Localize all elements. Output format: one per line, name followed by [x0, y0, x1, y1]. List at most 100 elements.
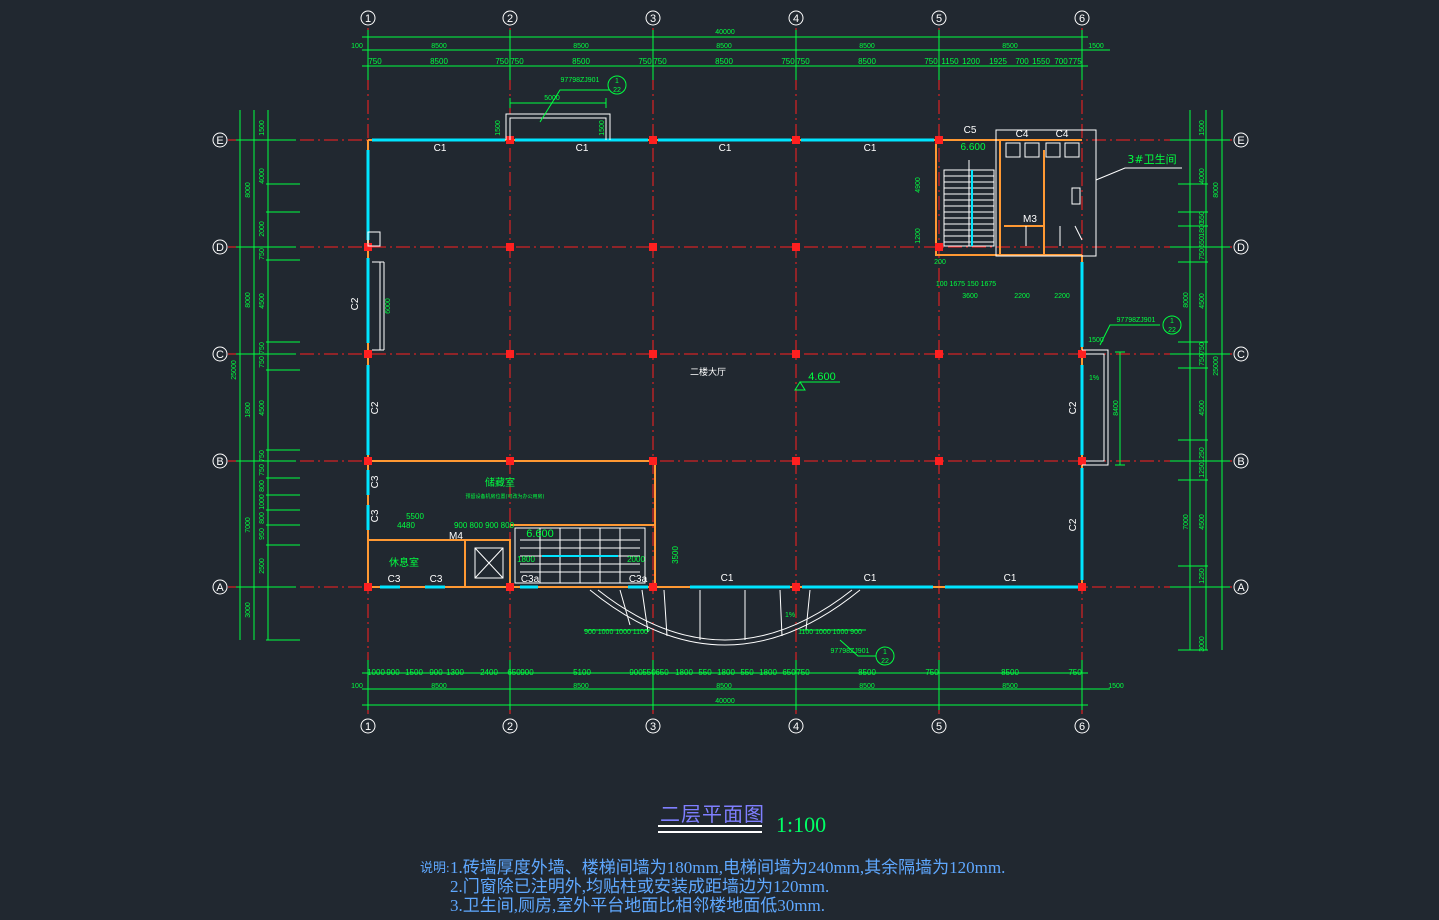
dim-left-7: 750: [259, 356, 266, 368]
dim-left-span-6: 3000: [245, 602, 252, 618]
dim-bottom-detail-17: 1800: [759, 668, 777, 677]
dim-left-13: 800: [259, 512, 266, 524]
dim-right-6: 750: [1199, 248, 1206, 260]
dim-bottom-detail-11: 550: [642, 668, 656, 677]
dim-right-balcony: 8400: [1113, 400, 1120, 416]
dim-bottom-bay-2: 8500: [573, 683, 589, 690]
door-label-m4: M4: [449, 531, 463, 542]
dim-top-detail-1: 750: [368, 57, 382, 66]
dim-right-span-2: 25000: [1213, 356, 1220, 376]
level-main: 4.600: [808, 371, 836, 383]
dim-5500: 5500: [406, 512, 424, 521]
dim-top-detail-14: 1200: [962, 57, 980, 66]
dim-bottom-detail-16: 550: [740, 668, 754, 677]
axis-label-left-B: B: [216, 456, 223, 468]
dim-right-7: 4500: [1199, 293, 1206, 309]
dim-top-detail-11: 8500: [858, 57, 876, 66]
dim-left-5: 4500: [259, 293, 266, 309]
dim-bottom-detail-5: 1300: [446, 668, 464, 677]
window-label-c1-4: C1: [864, 143, 877, 154]
window-label-c1-2: C1: [576, 143, 589, 154]
dim-top-detail-8: 8500: [715, 57, 733, 66]
axis-label-top-3: 3: [650, 13, 656, 25]
dim-bottom-detail-8: 900: [520, 668, 534, 677]
dim-top-detail-4: 750: [510, 57, 524, 66]
toilet-block: [995, 129, 1182, 257]
windows: [366, 138, 1084, 589]
dim-right-span-3: 8000: [1183, 292, 1190, 308]
ref-bottom: 97798ZJ901: [831, 648, 870, 655]
drawing-scale: 1:100: [776, 812, 827, 837]
window-label-c1-7: C1: [1004, 573, 1017, 584]
dim-right-11: 1250: [1199, 447, 1206, 463]
room-label-rest: 休息室: [389, 556, 419, 569]
axis-label-bottom-1: 1: [365, 721, 371, 733]
room-label-hall: 二楼大厅: [690, 366, 726, 378]
window-label-c1-1: C1: [434, 143, 447, 154]
dim-right-12: 1250: [1199, 462, 1206, 478]
dim-right-15: 3000: [1199, 636, 1206, 652]
window-label-c3-1: C3: [370, 475, 381, 488]
dim-bottom-detail-23: 750: [1068, 668, 1082, 677]
dim-right-14: 1250: [1199, 568, 1206, 584]
ref-top-num: 1: [615, 78, 619, 85]
dim-900-800: 900 800 900 800: [454, 521, 515, 530]
ref-top-sheet: 22: [613, 87, 621, 94]
dim-top-detail-3: 750: [495, 57, 509, 66]
dim-stair-4900: 4900: [915, 177, 922, 193]
dim-stair-split: 100 1675 150 1675: [936, 281, 996, 288]
note-row-1: 说明:1.砖墙厚度外墙、楼梯间墙为180mm,电梯间墙为240mm,其余隔墙为1…: [420, 858, 1005, 877]
dim-top-detail-16: 700: [1015, 57, 1029, 66]
level-stair-low: 6.600: [526, 528, 554, 540]
ref-top-balcony: 97798ZJ901: [561, 77, 600, 84]
ref-bottom-num: 1: [883, 649, 887, 656]
dim-3500: 3500: [671, 546, 680, 564]
dim-top-detail-15: 1925: [989, 57, 1007, 66]
dim-top-edge-left: 100: [351, 43, 363, 50]
window-label-c2-1: C2: [350, 297, 361, 310]
axis-label-right-C: C: [1237, 349, 1245, 361]
window-label-c5: C5: [964, 125, 977, 136]
dim-top-detail-17: 1550: [1032, 57, 1050, 66]
dim-left-3: 2000: [259, 221, 266, 237]
dim-top-detail-6: 750: [638, 57, 652, 66]
columns: [364, 136, 1086, 591]
axis-label-right-E: E: [1237, 135, 1244, 147]
dim-top-bay-2: 8500: [573, 43, 589, 50]
axis-label-bottom-6: 6: [1079, 721, 1085, 733]
dim-bottom-detail-9: 5100: [573, 668, 591, 677]
axis-label-right-A: A: [1237, 582, 1245, 594]
dim-bottom-detail-15: 1800: [717, 668, 735, 677]
dim-left-span-1: 8000: [245, 182, 252, 198]
top-balcony: [505, 113, 611, 140]
dim-bottom-detail-22: 8500: [1001, 668, 1019, 677]
dim-stair-1200: 1200: [915, 228, 922, 244]
axis-label-left-E: E: [216, 135, 223, 147]
dim-bottom-edge-left: 100: [351, 683, 363, 690]
dim-left-2: 4000: [259, 168, 266, 184]
dim-left-6000: 6000: [385, 298, 392, 314]
level-stair-top: 6.600: [960, 142, 985, 153]
dim-left-8: 4500: [259, 400, 266, 416]
dim-left-1: 1500: [259, 120, 266, 136]
dim-bottom-bay-1: 8500: [431, 683, 447, 690]
dim-bottom-detail-13: 1800: [675, 668, 693, 677]
dim-top-edge-right: 1500: [1088, 43, 1104, 50]
dim-stair-2200-a: 2200: [1014, 293, 1030, 300]
dim-right-8: 750: [1199, 342, 1206, 354]
axis-label-top-5: 5: [936, 13, 942, 25]
dim-top-detail-7: 750: [653, 57, 667, 66]
axis-label-top-6: 6: [1079, 13, 1085, 25]
window-label-c2-3: C2: [1068, 401, 1079, 414]
dim-bottom-detail-7: 650: [507, 668, 521, 677]
room-label-storage: 储藏室: [485, 476, 515, 489]
dim-top-bay-5: 8500: [1002, 43, 1018, 50]
dim-right-5: 550: [1199, 236, 1206, 248]
dim-balcony-depth-right: 1500: [599, 120, 606, 136]
dim-bottom-detail-3: 1500: [405, 668, 423, 677]
note-row-2: 2.门窗除已注明外,均贴柱或安装成距墙边为120mm.: [420, 877, 1005, 896]
title-underline: [658, 825, 762, 833]
window-label-c3a-1: C3a: [521, 574, 540, 585]
slope-right: 1%: [1089, 375, 1099, 382]
